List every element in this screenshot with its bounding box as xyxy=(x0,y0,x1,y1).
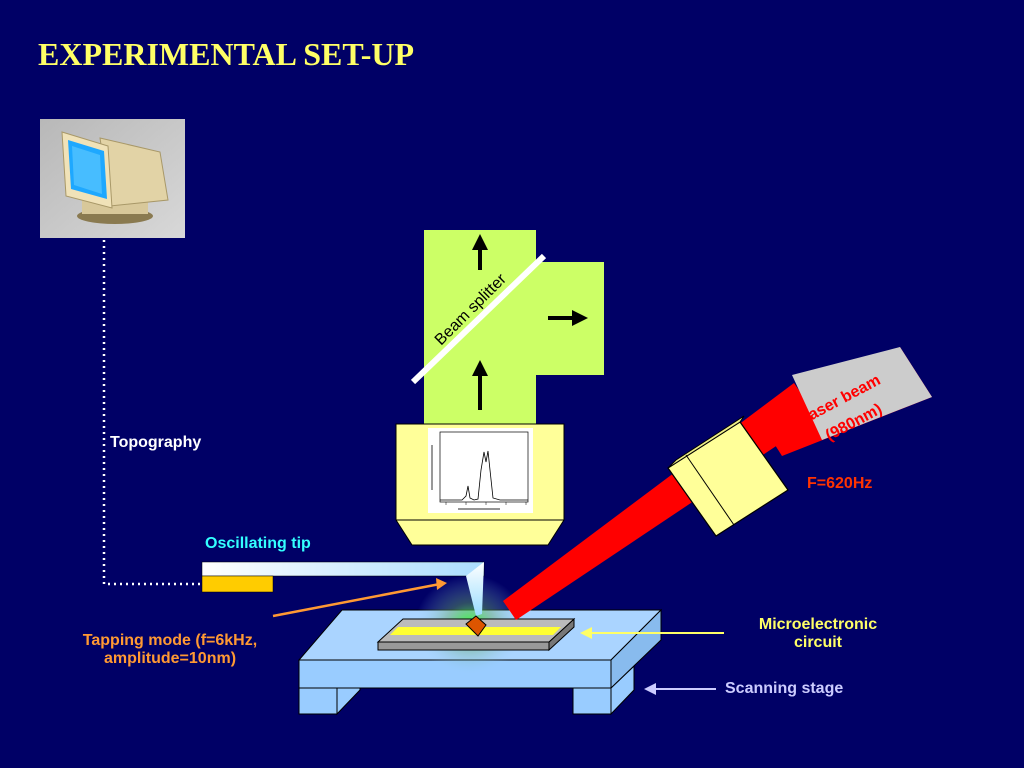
arrow-up-icon xyxy=(472,234,488,270)
oscillating-tip xyxy=(201,561,485,616)
microelectronic-circuit-label: Microelectronic circuit xyxy=(734,616,902,652)
arrow-up-icon xyxy=(472,360,488,410)
beam-splitter-mirror xyxy=(410,253,547,385)
slide-title: EXPERIMENTAL SET-UP xyxy=(38,36,415,72)
tapping-mode-label-line1: Tapping mode (f=6kHz, xyxy=(82,632,258,649)
frequency-label: F=620Hz xyxy=(807,475,873,492)
arrow-right-icon xyxy=(548,310,588,326)
laser-head xyxy=(667,415,789,537)
scanning-stage-label: Scanning stage xyxy=(725,680,844,697)
topography-label: Topography xyxy=(110,434,202,451)
tapping-mode-label: Tapping mode (f=6kHz, amplitude=10nm) xyxy=(40,632,300,668)
tapping-mode-pointer xyxy=(272,582,441,618)
sample-crystal xyxy=(465,615,487,637)
microelectronic-label-line1: Microelectronic xyxy=(758,616,878,633)
topography-signal-line xyxy=(102,240,202,586)
tapping-mode-label-line2: amplitude=10nm) xyxy=(103,650,237,667)
spectrum-plot xyxy=(428,428,533,513)
computer-monitor-icon xyxy=(40,119,185,238)
microelectronic-label-line2: circuit xyxy=(793,634,842,651)
beam-splitter-block xyxy=(424,230,604,424)
oscillating-tip-label: Oscillating tip xyxy=(205,535,311,552)
